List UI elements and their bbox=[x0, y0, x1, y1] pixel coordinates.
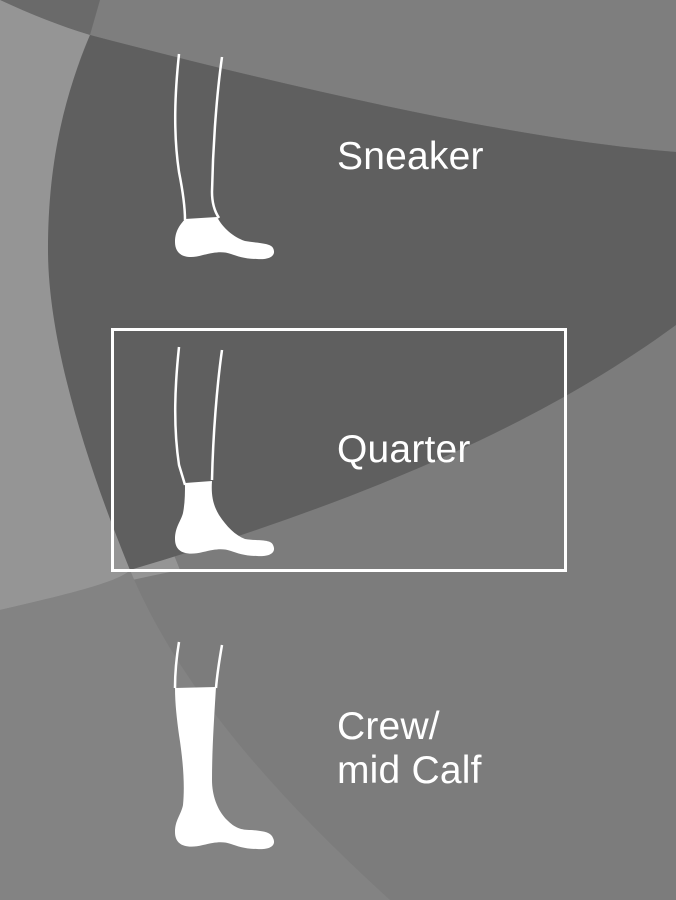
selected-option-frame[interactable] bbox=[111, 328, 567, 572]
option-label: Sneaker bbox=[337, 135, 484, 178]
option-label-line-1: Crew/ bbox=[337, 705, 440, 748]
sneaker-sock-leg-icon bbox=[173, 53, 275, 260]
crew-sock-leg-icon bbox=[173, 641, 275, 850]
option-label-line-2: mid Calf bbox=[337, 749, 482, 792]
quarter-sock-leg-icon bbox=[173, 346, 275, 557]
option-label: Quarter bbox=[337, 428, 471, 471]
